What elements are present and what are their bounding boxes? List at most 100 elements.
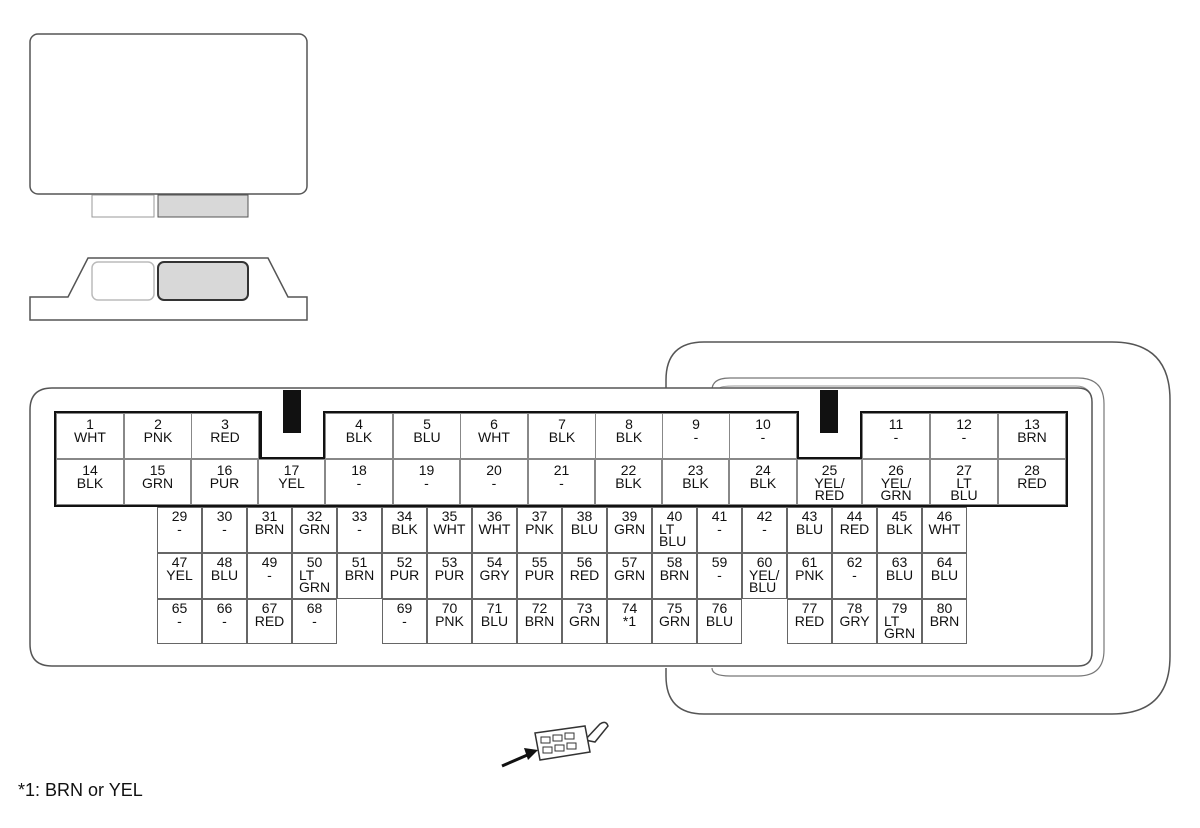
pin-wire-color: PUR	[434, 567, 465, 583]
pin-wire-color: -	[491, 475, 497, 491]
pin-number: 70	[441, 600, 458, 616]
pin-number: 50	[306, 554, 323, 570]
pin-cell: 49-	[247, 553, 292, 599]
pin-number: 1	[86, 416, 94, 432]
pin-number: 3	[221, 416, 229, 432]
ecu-port-gray	[157, 194, 249, 218]
side-port-gray	[157, 261, 249, 301]
pin-number: 35	[441, 508, 458, 524]
pin-number: 51	[351, 554, 368, 570]
pin-cell: 30-	[202, 507, 247, 553]
pin-wire-color: RED	[839, 521, 870, 537]
pin-wire-color: BRN	[659, 567, 690, 583]
pin-wire-color: RED	[569, 567, 600, 583]
pin-wire-color: RED	[794, 613, 825, 629]
pin-number: 76	[711, 600, 728, 616]
pin-number: 12	[956, 416, 972, 432]
pin-wire-color: PUR	[524, 567, 555, 583]
pin-cell: 33-	[337, 507, 382, 553]
pin-wire-color: -	[356, 475, 362, 491]
pin-wire-color: BLK	[749, 475, 777, 491]
pin-wire-color: WHT	[928, 521, 961, 537]
pin-number: 53	[441, 554, 458, 570]
pin-cell: 65-	[157, 599, 202, 644]
pin-cell: 18-	[325, 459, 393, 505]
pin-wire-color: -	[852, 567, 857, 583]
ecu-port-white	[91, 194, 155, 218]
pin-number: 24	[755, 462, 771, 478]
pin-number: 60	[756, 554, 773, 570]
pin-number: 21	[553, 462, 570, 478]
pin-wire-color: YEL	[166, 567, 193, 583]
pin-wire-color: -	[222, 521, 227, 537]
footnote: *1: BRN or YEL	[18, 780, 143, 800]
pin-wire-color: -	[402, 613, 407, 629]
pin-cell: 74*1	[607, 599, 652, 644]
pin-wire-color: -	[717, 567, 722, 583]
pin-number: 18	[351, 462, 367, 478]
pin-cell: 42-	[742, 507, 787, 553]
pin-number: 14	[82, 462, 98, 478]
pin-number: 39	[621, 508, 638, 524]
pin-wire-color: -	[717, 521, 722, 537]
pin-wire-color: BLU	[480, 613, 509, 629]
pin-number: 7	[558, 416, 566, 432]
pin-wire-color: BLK	[682, 475, 709, 491]
pin-number: 75	[666, 600, 683, 616]
pin-wire-color: BRN	[1017, 429, 1047, 445]
pin-number: 25	[821, 462, 838, 478]
pin-wire-color: LT BLU	[950, 475, 978, 503]
pin-wire-color: WHT	[478, 521, 511, 537]
pin-number: 17	[283, 462, 300, 478]
pin-wire-color: -	[762, 521, 767, 537]
pin-wire-color: YEL	[278, 475, 305, 491]
pin-number: 62	[846, 554, 863, 570]
pin-wire-color: -	[893, 429, 899, 445]
pin-cell: 9-	[662, 413, 730, 459]
pin-wire-color: BRN	[524, 613, 555, 629]
pin-cell: 11-	[862, 413, 930, 459]
pin-wire-color: -	[961, 429, 967, 445]
pin-number: 8	[625, 416, 633, 432]
pin-wire-color: RED	[210, 429, 240, 445]
pin-wire-color: -	[267, 567, 272, 583]
connector-housing-rear	[665, 341, 1171, 715]
pin-number: 61	[801, 554, 818, 570]
pin-number: 46	[936, 508, 953, 524]
pin-number: 15	[149, 462, 166, 478]
pin-wire-color: GRN	[613, 521, 646, 537]
